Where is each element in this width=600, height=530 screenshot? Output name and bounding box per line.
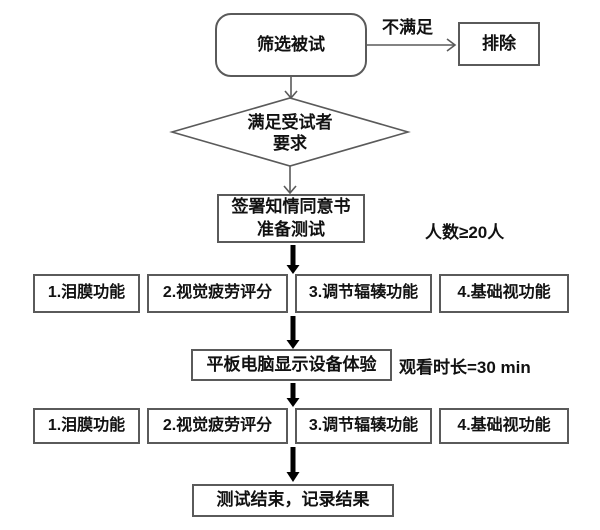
label-participants-count: 人数≥20人 [425,223,505,242]
node-tablet-experience: 平板电脑显示设备体验 [191,349,392,381]
test-item-label: 4.基础视功能 [457,416,551,434]
sign-to-tests1-thick-arrow-bar [290,245,296,266]
label-not-satisfied: 不满足 [382,18,433,37]
test-item-box-visual-fatigue-row2: 2.视觉疲劳评分 [147,408,288,444]
tests1-to-tablet-thick-arrowhead-icon [286,340,300,349]
test-item-label: 1.泪膜功能 [47,416,126,434]
test-item-box-tear-film-row1: 1.泪膜功能 [33,274,140,313]
label-viewing-duration: 观看时长=30 min [399,358,531,377]
tablet-to-tests2-thick-arrow-bar [290,383,296,399]
node-sign-consent-line2: 准备测试 [257,219,325,239]
sign-to-tests1-thick-arrowhead-icon [286,265,300,274]
test-item-label: 4.基础视功能 [457,284,551,302]
tests2-to-end-thick-arrow-bar [290,447,296,473]
node-test-end-label: 测试结束，记录结果 [216,490,370,510]
node-exclude: 排除 [458,22,540,66]
node-decision-label: 满足受试者 要求 [200,109,380,157]
test-item-box-visual-fatigue-row1: 2.视觉疲劳评分 [147,274,288,313]
test-item-box-basic-vision-row2: 4.基础视功能 [439,408,569,444]
decision-to-sign-arrowhead-icon [283,185,297,195]
screen-to-exclude-arrowhead-icon [446,38,457,52]
test-item-label: 2.视觉疲劳评分 [162,416,273,434]
node-screen-subjects: 筛选被试 [215,13,367,77]
tablet-to-tests2-thick-arrowhead-icon [286,398,300,407]
node-sign-consent-line1: 签署知情同意书 [231,197,351,217]
test-item-box-accommodation-row1: 3.调节辐辏功能 [295,274,432,313]
node-test-end: 测试结束，记录结果 [192,484,394,517]
node-decision-line2: 要求 [273,134,307,153]
test-item-box-basic-vision-row1: 4.基础视功能 [439,274,569,313]
node-exclude-label: 排除 [482,33,516,53]
node-decision-line1: 满足受试者 [247,112,333,132]
node-tablet-experience-label: 平板电脑显示设备体验 [206,354,377,374]
test-item-box-tear-film-row2: 1.泪膜功能 [33,408,140,444]
test-item-box-accommodation-row2: 3.调节辐辏功能 [295,408,432,444]
screen-to-decision-arrowhead-icon [284,90,298,100]
decision-diamond-shape [169,97,411,167]
node-sign-consent: 签署知情同意书 准备测试 [217,194,365,243]
test-item-label: 3.调节辐辏功能 [308,284,419,302]
test-item-label: 2.视觉疲劳评分 [162,284,273,302]
node-screen-subjects-label: 筛选被试 [257,34,325,54]
test-item-label: 3.调节辐辏功能 [308,416,419,434]
tests2-to-end-thick-arrowhead-icon [286,472,300,482]
tests1-to-tablet-thick-arrow-bar [290,316,296,341]
test-item-label: 1.泪膜功能 [47,284,126,302]
